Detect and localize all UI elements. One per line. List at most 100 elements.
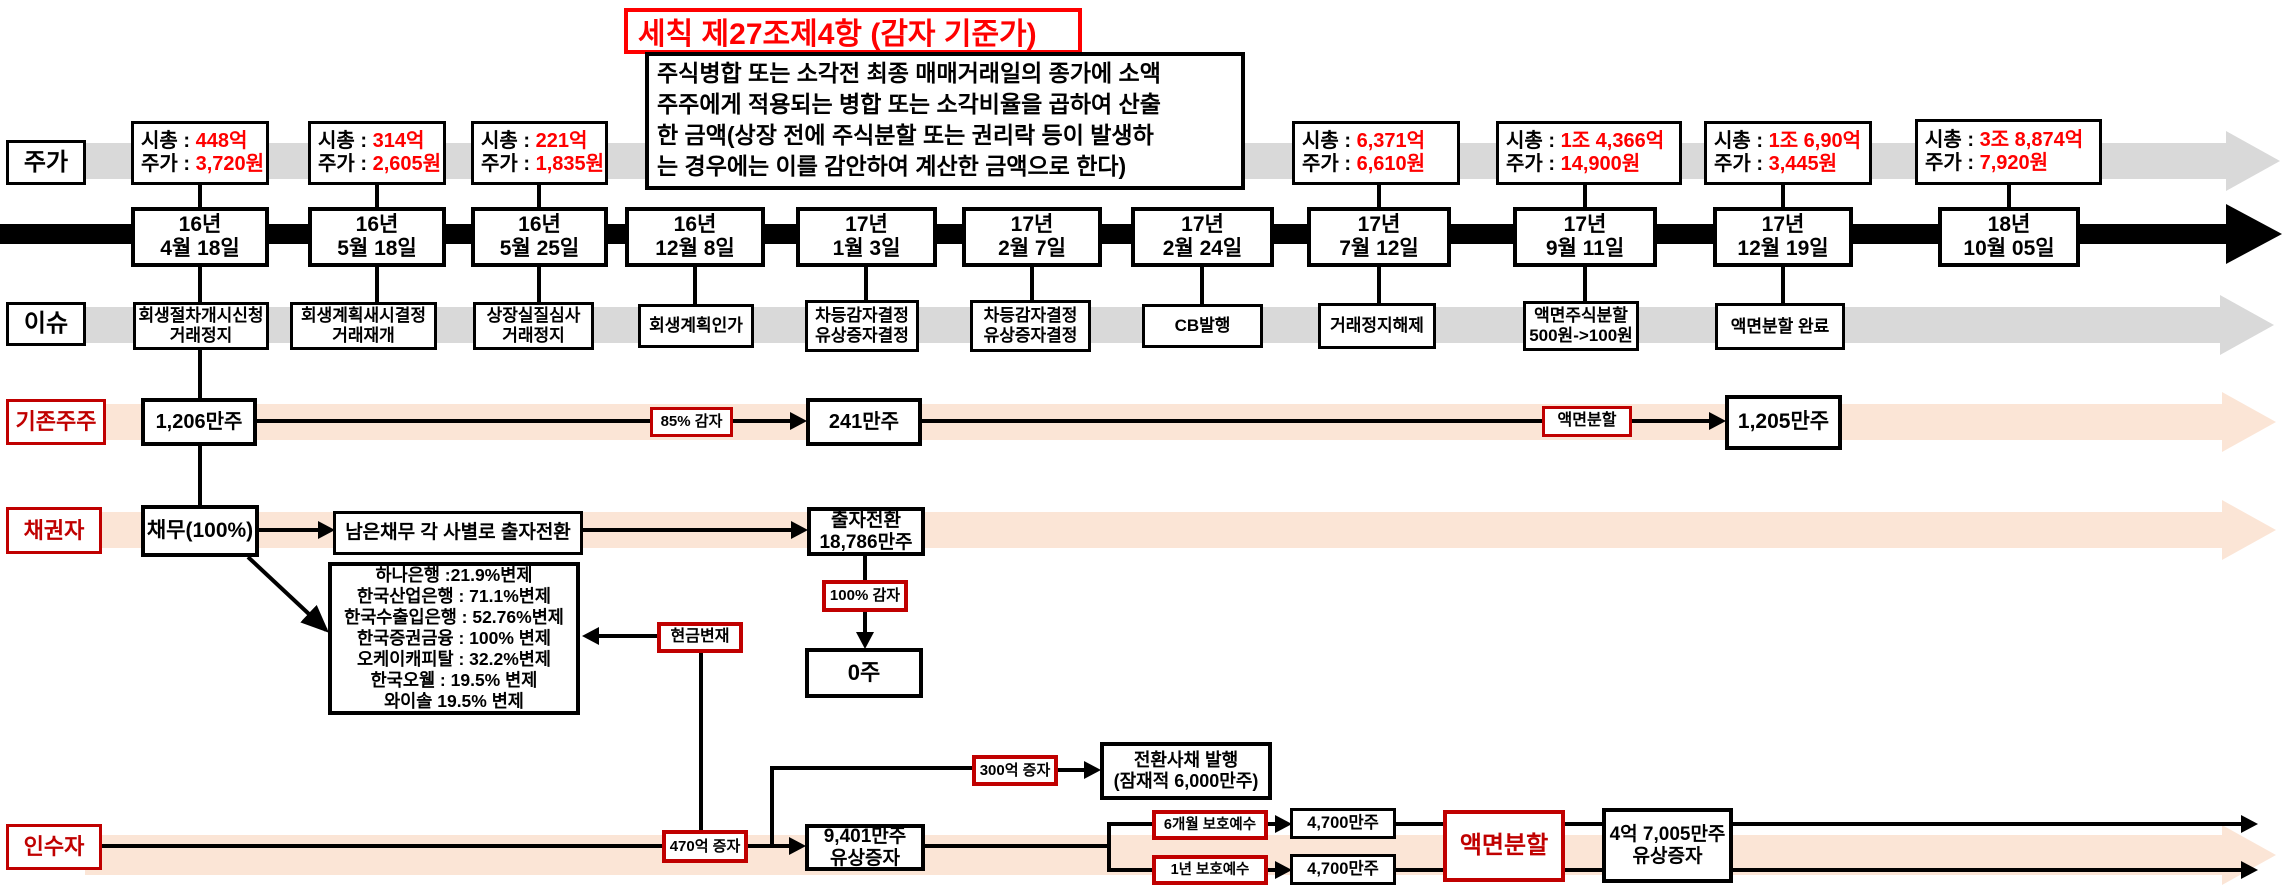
- stem-date-issue-8: [1377, 265, 1381, 306]
- timeline-arrowhead: [2226, 204, 2282, 264]
- stem-date-issue-4: [693, 265, 697, 307]
- capital-increase-300-badge: 300억 증자: [972, 755, 1058, 786]
- existing-start-shares-box: 1,206만주: [141, 398, 257, 446]
- line-branch-up: [770, 766, 774, 846]
- bank-line-5: 오케이캐피탈 : 32.2%변제: [357, 649, 551, 669]
- price-box-5: 시총 : 1조 4,366억 주가 : 14,900원: [1496, 121, 1682, 185]
- price-box-2: 시총 : 314억 주가 : 2,605원: [308, 121, 446, 185]
- stem-date-issue-10: [1781, 265, 1785, 306]
- stem-date-issue-7: [1200, 265, 1204, 307]
- rule-note-line-3: 한 금액(상장 전에 주식분할 또는 권리락 등이 발생하: [657, 122, 1154, 148]
- rule-note-line-4: 는 경우에는 이를 감안하여 계산한 금액으로 한다): [657, 153, 1127, 179]
- line-lock12-to-4700: [1266, 868, 1276, 872]
- arrowhead-into-4700-bottom: [1275, 861, 1292, 879]
- line-85-to-241: [731, 419, 791, 423]
- stem-price-date-10: [1781, 183, 1785, 211]
- price-row-band-arrowhead: [2226, 131, 2280, 191]
- stem-date-issue-3: [537, 265, 541, 305]
- row-label-creditors: 채권자: [6, 507, 102, 554]
- rule-note-line-1: 주식병합 또는 소각전 최종 매매거래일의 종가에 소액: [657, 60, 1161, 86]
- convertible-bond-box: 전환사채 발행 (잠재적 6,000만주): [1100, 742, 1272, 800]
- bank-line-7: 와이솔 19.5% 변제: [384, 691, 524, 711]
- line-fork-upper: [1107, 822, 1152, 826]
- arrowhead-into-cb: [1084, 761, 1101, 779]
- shares-4700-top-box: 4,700만주: [1290, 808, 1396, 839]
- bank-line-1: 하나은행 :21.9%변제: [375, 565, 533, 585]
- line-debt-to-note: [257, 528, 319, 532]
- stem-date-issue-1: [198, 265, 202, 305]
- line-4700-split-top: [1394, 822, 1445, 826]
- issue-box-7: CB발행: [1142, 304, 1263, 348]
- line-split-to-1205: [1630, 419, 1710, 423]
- equity-swap-box: 출자전환 18,786만주: [807, 507, 925, 556]
- stem-price-date-3: [537, 183, 541, 211]
- existing-split-badge: 액면분할: [1542, 406, 1632, 437]
- arrowhead-into-note: [318, 521, 335, 539]
- lockup-6month-badge: 6개월 보호예수: [1152, 810, 1268, 840]
- stem-date-issue-5: [864, 265, 868, 305]
- line-branch-to-300: [770, 766, 974, 770]
- line-cash-down: [699, 651, 703, 832]
- stem-shares-debt: [198, 444, 202, 507]
- reduction-85-badge: 85% 감자: [650, 407, 733, 437]
- existing-row-band-arrowhead: [2222, 392, 2276, 452]
- line-acquirer-main: [85, 844, 664, 848]
- line-241-to-split: [920, 419, 1544, 423]
- debt-box: 채무(100%): [141, 505, 259, 557]
- bank-repayment-list-box: 하나은행 :21.9%변제 한국산업은행 : 71.1%변제 한국수출입은행 :…: [328, 562, 580, 715]
- stem-date-issue-9: [1583, 265, 1587, 304]
- line-9401-right: [923, 844, 1111, 848]
- existing-after-shares-box: 241만주: [806, 398, 922, 446]
- row-label-existing-shareholders: 기존주주: [6, 399, 106, 445]
- price-box-4: 시총 : 6,371억 주가 : 6,610원: [1292, 121, 1460, 185]
- arrowhead-final-bottom: [2241, 861, 2258, 879]
- lockup-1year-badge: 1년 보호예수: [1152, 855, 1268, 885]
- zero-shares-box: 0주: [805, 648, 923, 698]
- debt-swap-note-box: 남은채무 각 사별로 출자전환: [333, 511, 583, 555]
- existing-final-shares-box: 1,205만주: [1725, 395, 1842, 450]
- line-split-final-bottom: [1563, 868, 1604, 872]
- issue-row-band-arrowhead: [2220, 295, 2274, 355]
- arrowhead-final-top: [2241, 815, 2258, 833]
- final-shares-box: 4억 7,005만주 유상증자: [1602, 808, 1733, 883]
- acquirer-split-box: 액면분할: [1443, 810, 1565, 882]
- arrowhead-into-swap: [791, 521, 808, 539]
- bank-line-2: 한국산업은행 : 71.1%변제: [357, 586, 551, 606]
- line-lock6-to-4700: [1266, 822, 1276, 826]
- stem-price-date-2: [375, 183, 379, 211]
- arrowhead-into-1205: [1709, 412, 1726, 430]
- rule-note: 주식병합 또는 소각전 최종 매매거래일의 종가에 소액 주주에게 적용되는 병…: [645, 52, 1245, 190]
- issue-box-4: 회생계획인가: [638, 304, 754, 348]
- bank-line-4: 한국증권금융 : 100% 변제: [357, 628, 551, 648]
- arrowhead-into-banks: [582, 627, 599, 645]
- row-label-price: 주가: [6, 140, 86, 185]
- rule-title: 세칙 제27조제4항 (감자 기준가): [624, 8, 1082, 54]
- stem-price-date-11: [2007, 183, 2011, 211]
- rule-note-line-2: 주주에게 적용되는 병합 또는 소각비율을 곱하여 산출: [657, 91, 1161, 117]
- line-split-fork: [1107, 822, 1111, 872]
- line-4700-split-bottom: [1394, 868, 1445, 872]
- issue-box-8: 거래정지해제: [1318, 303, 1436, 349]
- line-470-to-9401: [746, 844, 790, 848]
- creditor-row-band-arrowhead: [2222, 500, 2276, 560]
- line-cash-to-banks: [598, 634, 659, 638]
- price-box-6: 시총 : 1조 6,90억 주가 : 3,445원: [1704, 121, 1872, 185]
- stem-date-issue-2: [375, 265, 379, 305]
- reduction-100-badge: 100% 감자: [822, 580, 908, 612]
- arrowhead-into-9401: [789, 837, 806, 855]
